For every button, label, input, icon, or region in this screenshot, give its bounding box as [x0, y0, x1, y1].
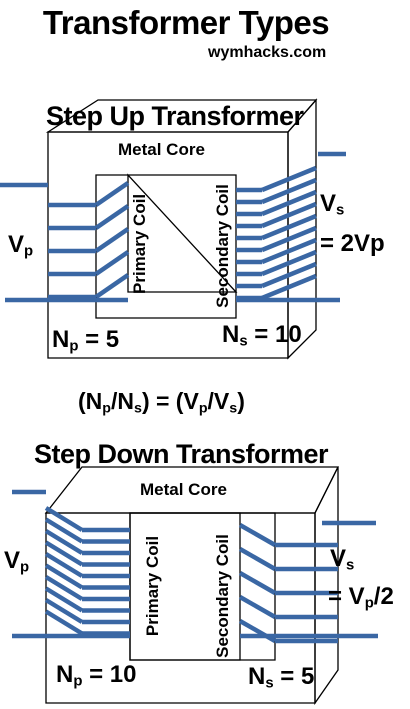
step-down-heading: Step Down Transformer: [34, 439, 329, 469]
step-down-core-label: Metal Core: [140, 480, 227, 499]
step-up-primary-coil: Primary Coil: [130, 193, 149, 294]
step-up-vs-relation: = 2Vp: [320, 230, 385, 257]
step-up-secondary-turn: [261, 165, 317, 193]
step-up-secondary-turn: [261, 189, 317, 217]
step-up-core-label: Metal Core: [118, 140, 205, 159]
step-down-secondary-turn: [238, 595, 277, 619]
step-down-vp-label: Vp: [4, 547, 30, 576]
step-down-primary-turn: [44, 586, 84, 613]
step-down-primary-turn: [44, 540, 84, 567]
step-up-secondary-turn: [261, 273, 317, 301]
step-up-primary-turn: [94, 273, 130, 299]
step-up-primary-turn: [94, 250, 130, 276]
step-down-primary-turn: [44, 609, 84, 636]
step-up-heading: Step Up Transformer: [46, 101, 304, 131]
step-up-core: [45, 98, 318, 360]
page-title: Transformer Types: [42, 4, 330, 41]
step-down-primary-turn: [44, 598, 84, 624]
step-up-vs-label: Vs: [320, 190, 345, 219]
windings: [0, 151, 378, 644]
step-down-primary-turn: [44, 563, 84, 590]
step-up-secondary-coil: Secondary Coil: [213, 184, 232, 308]
step-up-secondary-turn: [261, 237, 317, 265]
step-down-primary-turn: [44, 529, 84, 555]
step-down-secondary-turn: [238, 523, 277, 547]
step-down-secondary-turn: [238, 571, 277, 595]
step-down-vs-relation: = Vp/2: [328, 583, 394, 612]
step-up-secondary-turn: [261, 261, 317, 289]
step-up-ns-label: Ns = 10: [222, 321, 302, 350]
step-down-primary-turn: [44, 506, 84, 532]
step-down-np-label: Np = 10: [56, 661, 137, 690]
step-down-primary-turn: [44, 517, 84, 544]
step-up-secondary-turn: [261, 177, 317, 205]
step-up-primary-turn: [94, 204, 130, 230]
step-down-primary-turn: [44, 552, 84, 578]
ratio-formula: (Np/Ns) = (Vp/Vs): [78, 388, 245, 417]
step-down-ns-label: Ns = 5: [248, 663, 315, 692]
step-up-primary-turn: [94, 227, 130, 253]
step-down-secondary-turn: [238, 547, 277, 571]
step-up-vp-label: Vp: [8, 231, 34, 260]
step-down-primary-coil: Primary Coil: [143, 535, 162, 637]
step-up-secondary-turn: [261, 213, 317, 241]
step-up-secondary-turn: [261, 225, 317, 253]
step-down-vs-label: Vs: [330, 545, 355, 574]
step-up-secondary-turn: [261, 201, 317, 229]
step-down-primary-turn: [44, 575, 84, 601]
step-up-secondary-turn: [261, 249, 317, 277]
step-up-primary-turn: [94, 181, 130, 207]
step-up-np-label: Np = 5: [52, 326, 120, 355]
step-down-secondary-coil: Secondary Coil: [213, 534, 232, 658]
site-name: wymhacks.com: [208, 44, 327, 61]
